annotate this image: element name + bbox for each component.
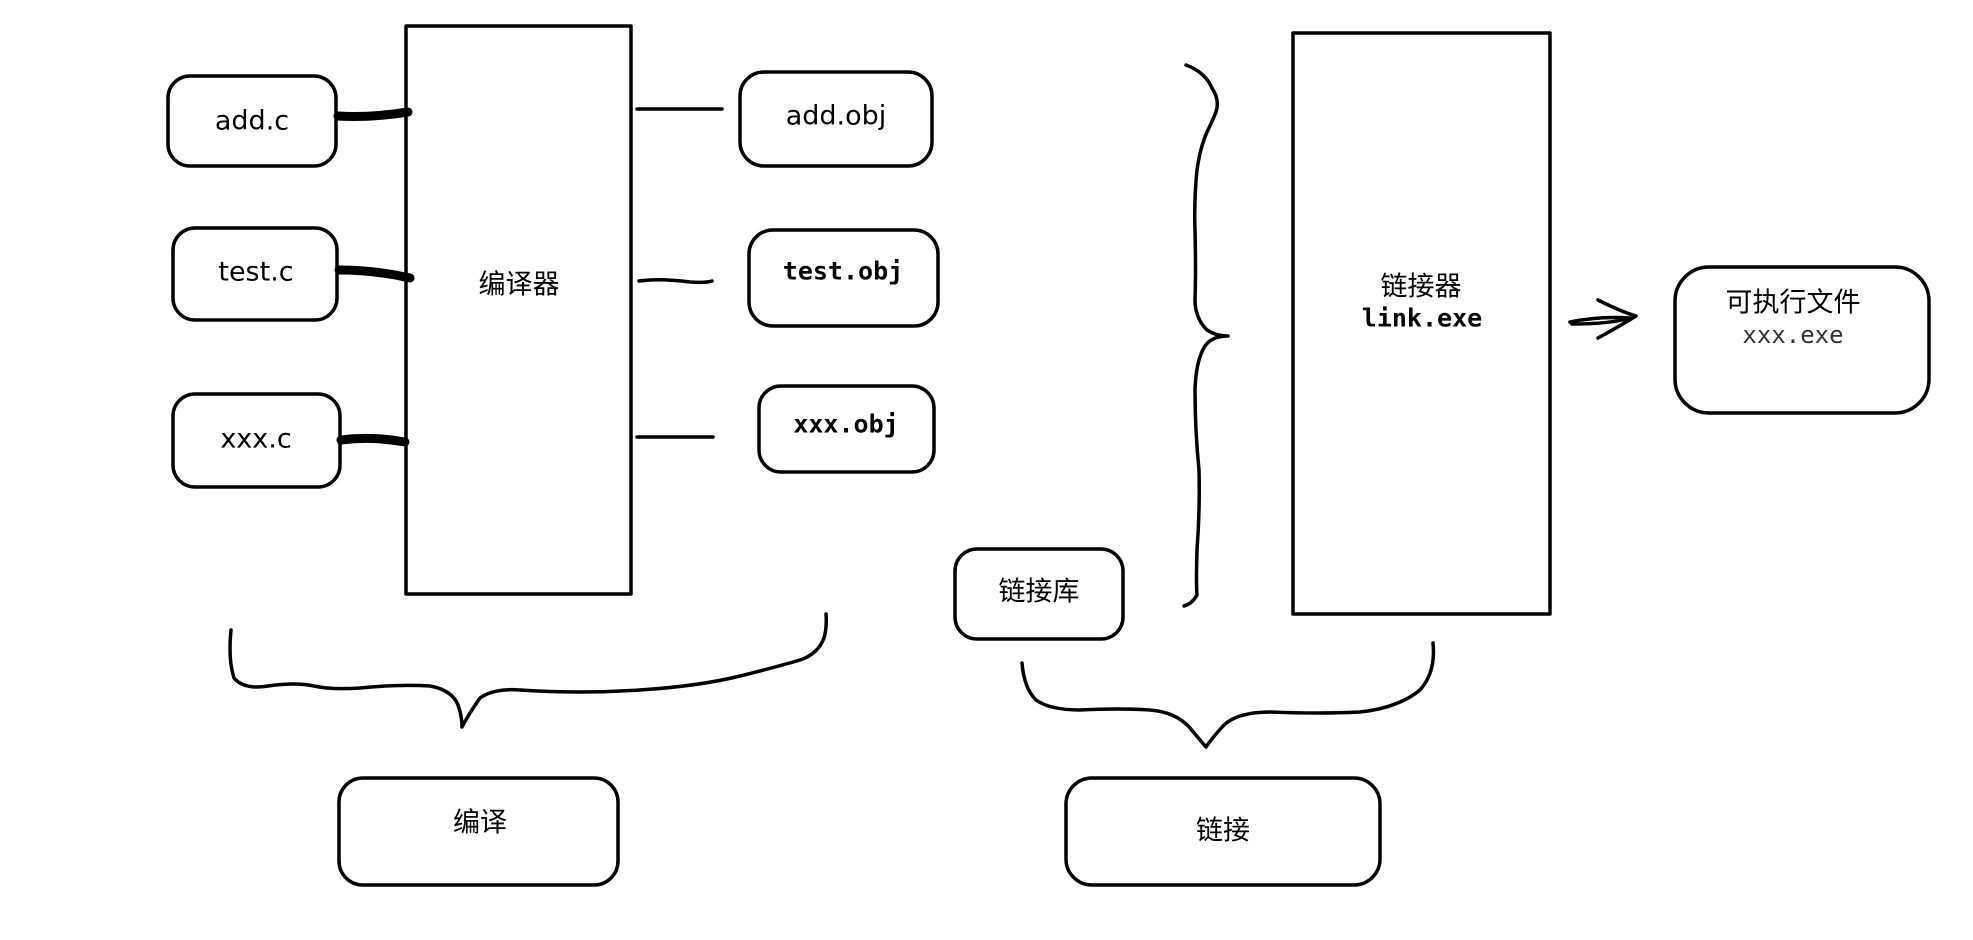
source-file-add: add.c <box>166 74 338 168</box>
object-file-xxx-label: xxx.obj <box>793 410 898 439</box>
connector-xxx-compiler <box>336 433 410 447</box>
linker-program-label: link.exe <box>1362 304 1482 333</box>
source-file-xxx-label: xxx.c <box>220 424 291 455</box>
connector-test-compiler <box>334 265 415 283</box>
object-file-test-label: test.obj <box>783 257 903 286</box>
link-stage-brace <box>1020 641 1436 749</box>
compile-stage-label: 编译 <box>453 808 507 839</box>
source-file-add-label: add.c <box>215 106 289 137</box>
object-file-xxx: xxx.obj <box>757 384 936 474</box>
link-stage-label: 链接 <box>1196 816 1250 847</box>
linker-label: 链接器 <box>1381 272 1462 303</box>
source-file-xxx: xxx.c <box>171 392 342 489</box>
connector-compiler-test-obj <box>637 277 714 285</box>
compile-stage-brace <box>228 612 828 729</box>
connector-add-compiler <box>333 107 413 121</box>
compile-stage-box: 编译 <box>337 776 620 887</box>
linker-box: 链接器 link.exe <box>1291 31 1552 616</box>
compiler-label: 编译器 <box>479 270 560 301</box>
object-file-test: test.obj <box>747 228 940 328</box>
object-file-add-label: add.obj <box>786 101 887 132</box>
arrow-to-executable <box>1568 298 1638 340</box>
executable-file-name: xxx.exe <box>1742 321 1843 349</box>
executable-file-label: 可执行文件 <box>1726 288 1861 319</box>
link-library-box: 链接库 <box>953 547 1125 641</box>
link-stage-box: 链接 <box>1064 776 1382 887</box>
source-file-test: test.c <box>171 226 339 322</box>
compiler-box: 编译器 <box>404 24 633 596</box>
source-file-test-label: test.c <box>218 257 293 288</box>
objects-group-brace <box>1182 63 1230 608</box>
executable-file-box: 可执行文件 xxx.exe <box>1673 265 1931 415</box>
object-file-add: add.obj <box>738 70 934 168</box>
link-library-label: 链接库 <box>999 577 1080 608</box>
